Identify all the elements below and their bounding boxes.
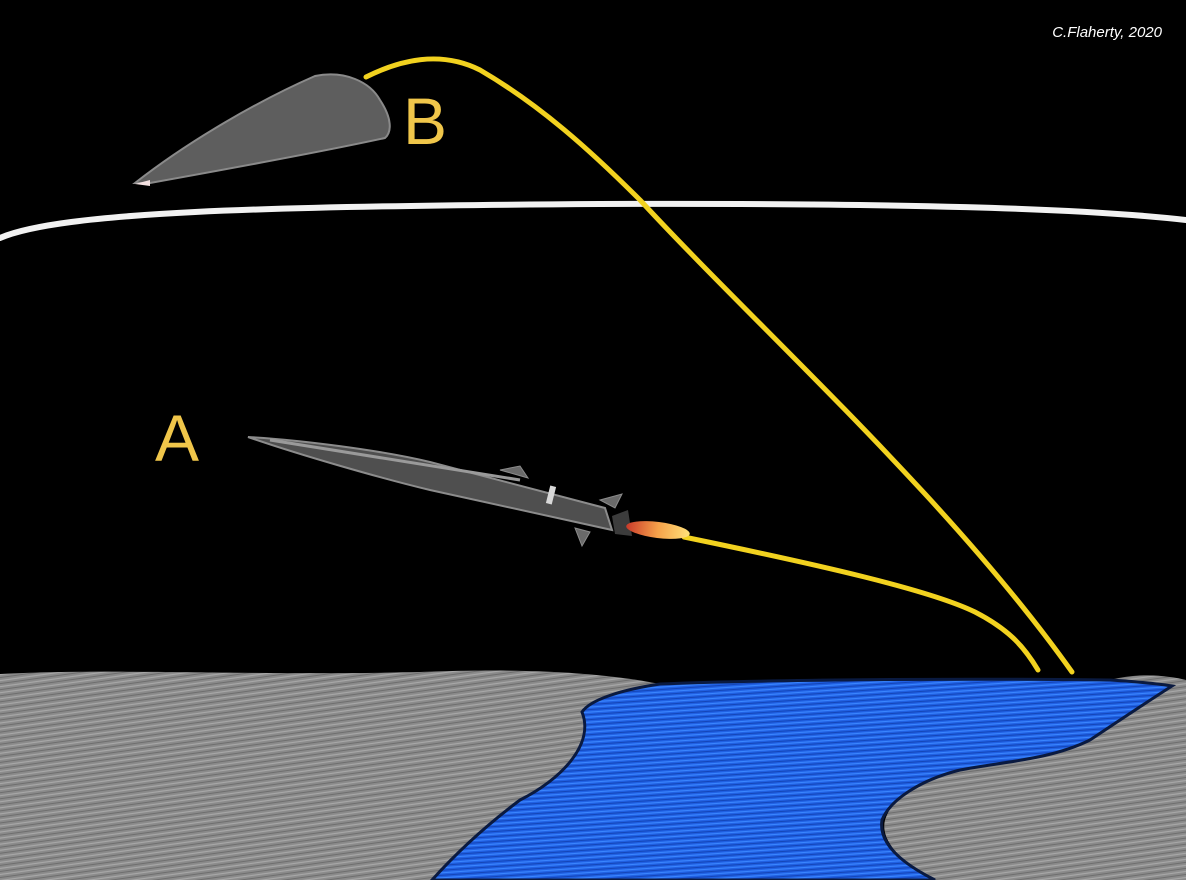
label-b: B (403, 84, 448, 158)
cruise-missile-a (247, 436, 690, 548)
artist-credit: C.Flaherty, 2020 (1052, 24, 1162, 41)
terrain-left (0, 670, 660, 880)
atmosphere-boundary (0, 200, 1186, 241)
glide-vehicle-b (132, 73, 391, 186)
exhaust-flame (626, 521, 690, 539)
water-body (429, 677, 1177, 880)
trajectory-b (363, 56, 1075, 675)
trajectory-a (681, 534, 1041, 673)
label-a: A (155, 401, 200, 475)
